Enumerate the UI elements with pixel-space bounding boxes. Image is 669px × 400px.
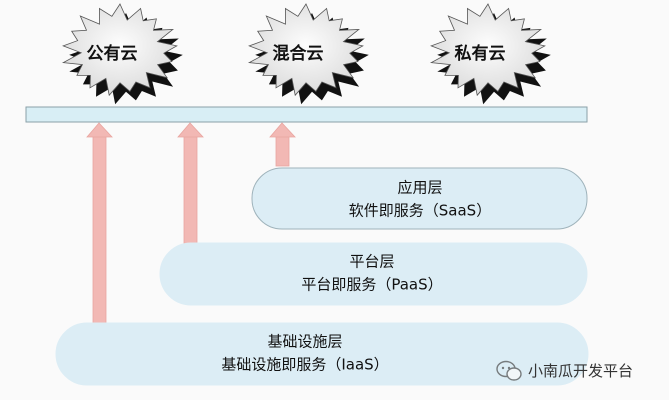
cloud-hybrid-label: 混合云 <box>273 43 324 64</box>
watermark: 小南瓜开发平台 <box>496 360 633 381</box>
layer-paas-box <box>159 242 588 306</box>
layer-iaas-box <box>55 322 589 386</box>
layer-saas-title: 应用层 <box>397 179 442 197</box>
cloud-public: 公有云 <box>61 3 183 105</box>
wechat-icon <box>496 360 522 381</box>
cloud-public-shape <box>61 3 178 97</box>
layer-paas-subtitle: 平台即服务（PaaS） <box>301 276 442 294</box>
cloud-connector-bar <box>25 106 588 123</box>
cloud-hybrid-shape <box>247 3 364 97</box>
cloud-private-shape <box>429 3 546 97</box>
layer-paas: 平台层 平台即服务（PaaS） <box>159 242 588 306</box>
layer-iaas-title: 基础设施层 <box>267 333 342 351</box>
layer-saas-subtitle: 软件即服务（SaaS） <box>349 202 491 220</box>
cloud-hybrid: 混合云 <box>247 3 369 105</box>
layer-saas-box <box>251 167 588 230</box>
layer-paas-title: 平台层 <box>349 253 394 271</box>
watermark-text: 小南瓜开发平台 <box>528 362 633 380</box>
cloud-private-label: 私有云 <box>455 43 506 64</box>
layer-iaas-subtitle: 基础设施即服务（IaaS） <box>221 356 388 374</box>
cloud-public-label: 公有云 <box>87 43 138 64</box>
layer-saas: 应用层 软件即服务（SaaS） <box>251 167 588 230</box>
arrow-paas <box>177 122 204 247</box>
arrow-iaas <box>86 122 113 325</box>
arrow-saas <box>269 122 296 167</box>
cloud-private: 私有云 <box>429 3 551 105</box>
layer-iaas: 基础设施层 基础设施即服务（IaaS） <box>55 322 589 386</box>
